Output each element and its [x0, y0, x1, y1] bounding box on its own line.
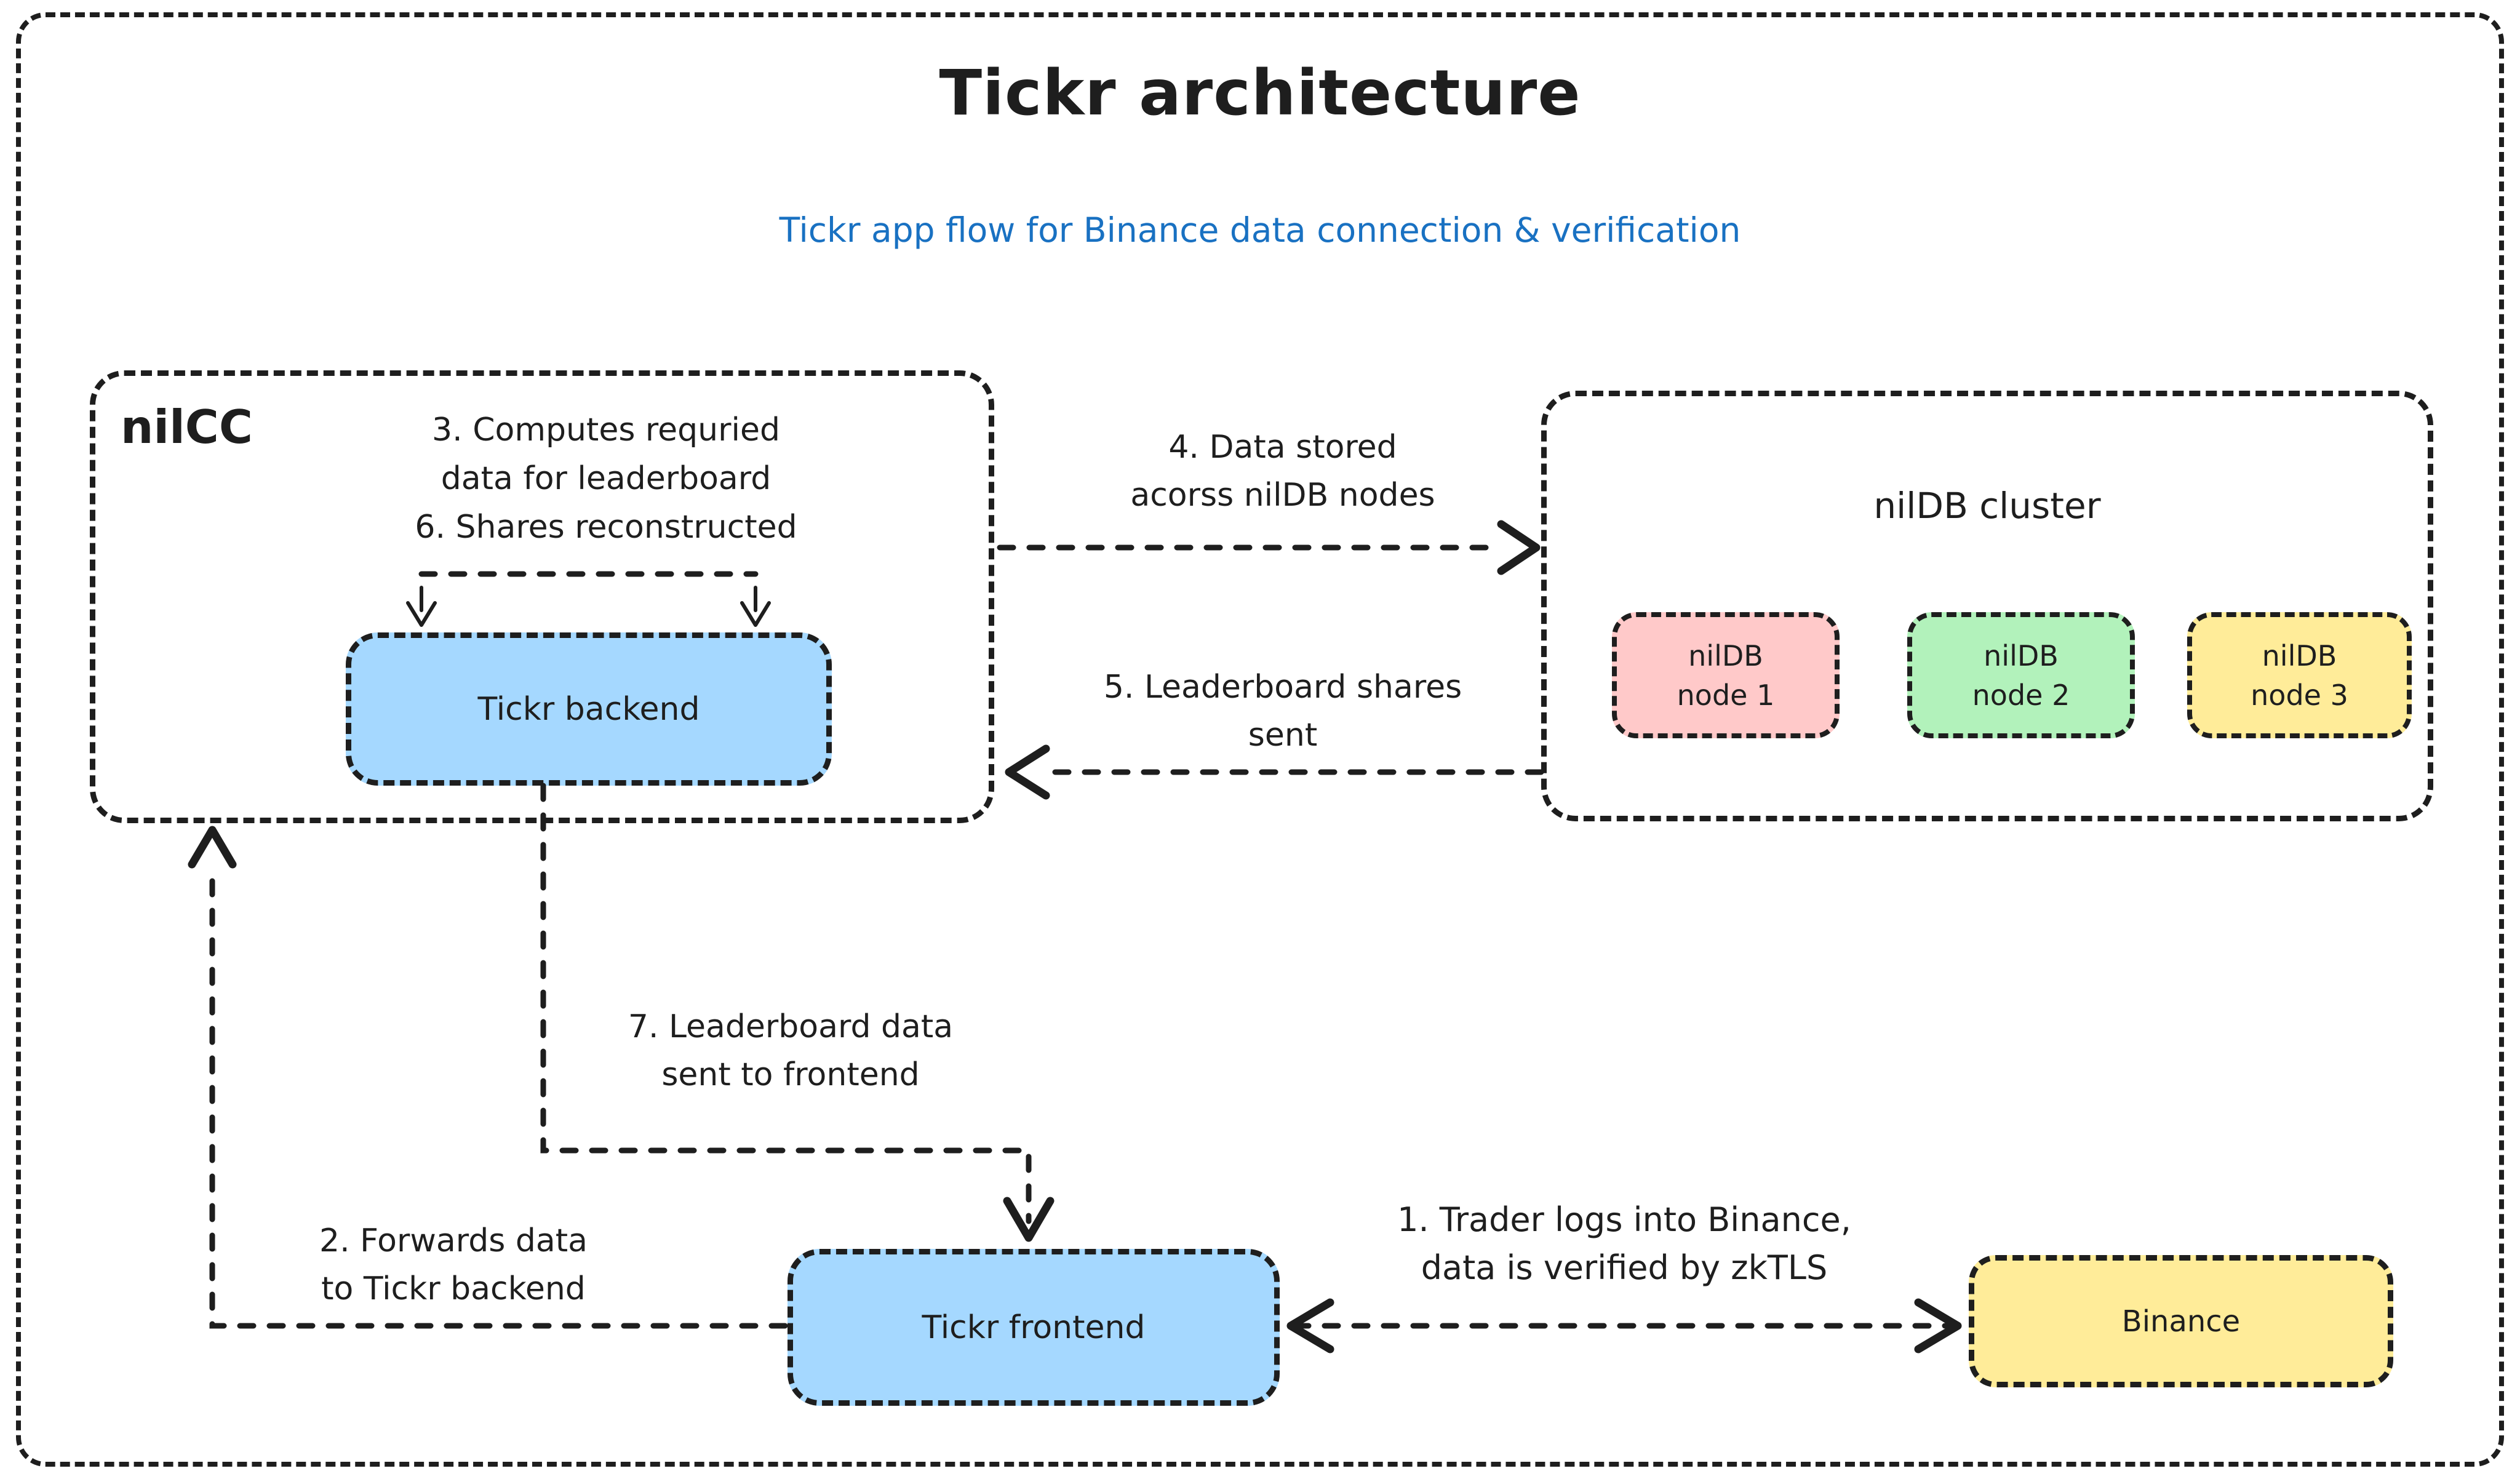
flow-1-line-2: data is verified by zkTLS	[1421, 1248, 1828, 1287]
nilcc-notes: 3. Computes requried data for leaderboar…	[221, 406, 991, 552]
flow-7-line-1: 7. Leaderboard data	[628, 1008, 954, 1045]
nildb-cluster-box	[1541, 391, 2433, 821]
flow-7-label: 7. Leaderboard data sent to frontend	[529, 1003, 1052, 1099]
flow-2-line-2: to Tickr backend	[321, 1270, 586, 1307]
nildb-node-3-line-2: node 3	[2251, 678, 2348, 712]
nildb-node-3-line-1: nilDB	[2262, 639, 2337, 672]
nilcc-note-line-3: 6. Shares reconstructed	[415, 509, 797, 546]
flow-1-line-1: 1. Trader logs into Binance,	[1397, 1200, 1851, 1239]
nildb-cluster-title: nilDB cluster	[1873, 485, 2101, 527]
nildb-node-2-line-2: node 2	[1972, 678, 2070, 712]
flow-5-label: 5. Leaderboard shares sent	[1021, 663, 1544, 759]
flow-5-line-2: sent	[1248, 717, 1318, 754]
tickr-backend-label: Tickr backend	[477, 690, 700, 728]
binance-box: Binance	[1969, 1255, 2393, 1387]
nildb-node-1-box: nilDB node 1	[1612, 612, 1840, 738]
nildb-node-1-line-2: node 1	[1677, 678, 1775, 712]
page-title: Tickr architecture	[939, 57, 1581, 130]
nildb-node-3-box: nilDB node 3	[2187, 612, 2412, 738]
flow-4-line-2: acorss nilDB nodes	[1130, 477, 1435, 514]
nilcc-box-label: nilCC	[121, 400, 253, 454]
nildb-node-2-line-1: nilDB	[1984, 639, 2059, 672]
flow-4-label: 4. Data stored acorss nilDB nodes	[1021, 423, 1544, 519]
flow-1-label: 1. Trader logs into Binance, data is ver…	[1329, 1196, 1920, 1292]
flow-5-line-1: 5. Leaderboard shares	[1103, 669, 1462, 706]
nildb-node-2-box: nilDB node 2	[1907, 612, 2135, 738]
nilcc-note-line-2: data for leaderboard	[441, 460, 772, 497]
flow-2-line-1: 2. Forwards data	[319, 1222, 588, 1259]
flow-2-label: 2. Forwards data to Tickr backend	[192, 1217, 715, 1313]
nildb-node-1-line-1: nilDB	[1688, 639, 1763, 672]
flow-7-line-2: sent to frontend	[661, 1056, 920, 1093]
nilcc-note-line-1: 3. Computes requried	[432, 412, 780, 448]
tickr-frontend-box: Tickr frontend	[788, 1249, 1280, 1406]
tickr-frontend-label: Tickr frontend	[922, 1309, 1146, 1346]
binance-label: Binance	[2121, 1304, 2241, 1339]
page-subtitle: Tickr app flow for Binance data connecti…	[779, 210, 1741, 250]
tickr-backend-box: Tickr backend	[346, 632, 832, 786]
flow-4-line-1: 4. Data stored	[1168, 429, 1397, 466]
